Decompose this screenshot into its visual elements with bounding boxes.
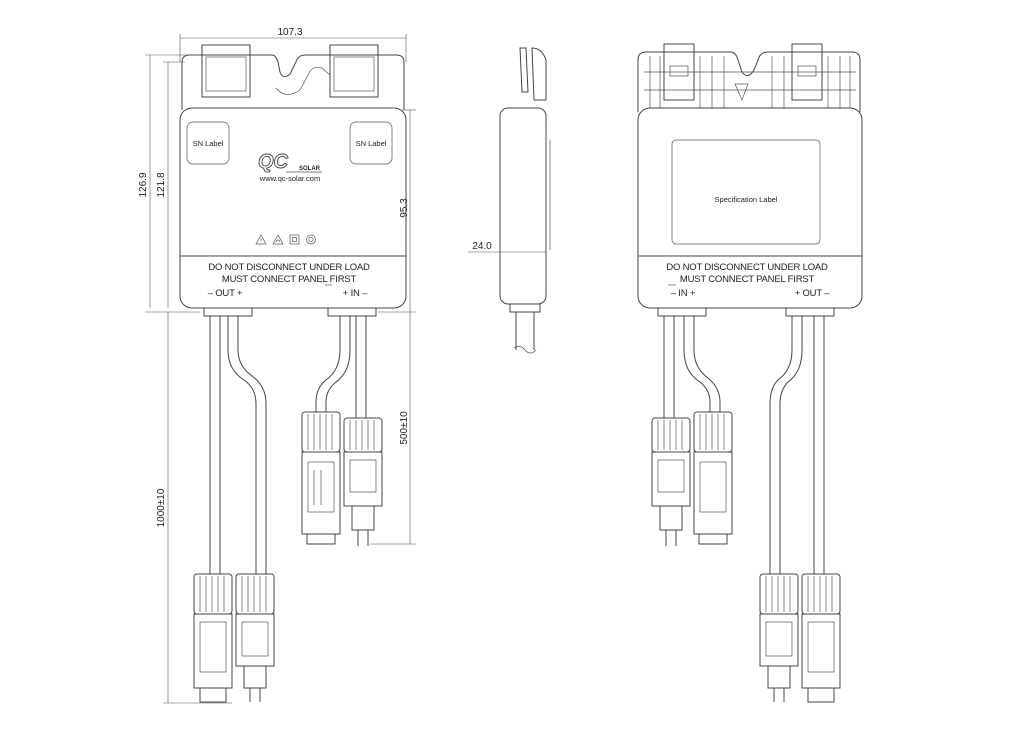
back-view: Specification Label DO NOT DISCONNECT UN… bbox=[637, 43, 863, 703]
input-gland bbox=[327, 307, 377, 317]
specification-label-text: Specification Label bbox=[715, 195, 778, 204]
dimension-input-cable: 500±10 bbox=[370, 312, 416, 545]
dimension-height-body: 121.8 bbox=[156, 61, 185, 308]
dimension-thickness: 24.0 bbox=[468, 241, 546, 258]
front-view: SN Label SN Label QC SOLAR www.qc-solar.… bbox=[138, 27, 416, 704]
back-warning-line2: MUST CONNECT PANEL FIRST bbox=[680, 274, 815, 285]
sn-label-left bbox=[186, 121, 230, 165]
svg-text:24.0: 24.0 bbox=[472, 241, 492, 252]
qc-solar-logo: QC SOLAR bbox=[258, 151, 322, 173]
back-body bbox=[637, 107, 863, 309]
back-output-gland bbox=[785, 307, 835, 317]
front-warning-line1: DO NOT DISCONNECT UNDER LOAD bbox=[208, 262, 370, 273]
dimension-width: 107.3 bbox=[179, 27, 407, 62]
side-view: 24.0 bbox=[468, 47, 551, 354]
certification-icons bbox=[255, 234, 316, 245]
certification-icon bbox=[306, 234, 316, 245]
side-gland bbox=[509, 303, 541, 313]
hot-surface-icon bbox=[272, 234, 284, 245]
svg-text:1000±10: 1000±10 bbox=[156, 488, 167, 527]
output-connector-right bbox=[235, 573, 275, 702]
back-input-gland bbox=[657, 307, 707, 317]
front-out-label: – OUT + bbox=[208, 288, 243, 299]
side-body bbox=[499, 107, 547, 305]
output-connector-left bbox=[193, 573, 233, 703]
svg-text:QC: QC bbox=[258, 151, 289, 173]
back-output-connector-right bbox=[801, 573, 841, 703]
double-insulation-icon bbox=[289, 234, 300, 245]
back-input-connector-left bbox=[651, 417, 691, 546]
input-cables bbox=[315, 316, 367, 418]
output-cables bbox=[209, 316, 267, 574]
back-output-cables bbox=[769, 316, 825, 574]
svg-text:126.9: 126.9 bbox=[138, 172, 149, 197]
sn-label-right bbox=[349, 121, 393, 165]
svg-text:95.3: 95.3 bbox=[399, 198, 410, 218]
box-body bbox=[179, 107, 407, 309]
svg-text:107.3: 107.3 bbox=[277, 27, 302, 38]
back-input-cables bbox=[663, 316, 721, 418]
specification-label bbox=[671, 139, 821, 245]
back-clip-right bbox=[791, 43, 823, 101]
mounting-clip-right bbox=[329, 44, 379, 98]
sn-label-right-text: SN Label bbox=[356, 139, 387, 148]
back-mounting-plate bbox=[637, 51, 861, 112]
dimension-height-total: 126.9 bbox=[138, 54, 200, 308]
front-warning-line2: MUST CONNECT PANEL FIRST bbox=[222, 274, 357, 285]
website-text: www.qc-solar.com bbox=[259, 174, 320, 183]
back-in-label: – IN + bbox=[671, 288, 696, 299]
back-output-connector-left bbox=[759, 573, 799, 702]
dimension-cable-offset: 95.3 bbox=[378, 109, 416, 313]
svg-text:SOLAR: SOLAR bbox=[299, 166, 321, 172]
input-connector-right bbox=[343, 417, 383, 546]
back-clip-left bbox=[663, 43, 695, 101]
front-in-label: + IN – bbox=[343, 288, 368, 299]
svg-text:121.8: 121.8 bbox=[156, 172, 167, 197]
back-out-label: + OUT – bbox=[795, 288, 831, 299]
back-input-connector-right bbox=[693, 411, 733, 545]
sn-label-left-text: SN Label bbox=[193, 139, 224, 148]
svg-text:500±10: 500±10 bbox=[399, 411, 410, 445]
warning-icon bbox=[255, 234, 267, 245]
side-clip bbox=[519, 47, 529, 93]
mounting-plate bbox=[181, 54, 405, 110]
back-warning-line1: DO NOT DISCONNECT UNDER LOAD bbox=[666, 262, 828, 273]
mounting-clip-left bbox=[201, 44, 251, 98]
output-gland bbox=[203, 307, 253, 317]
input-connector-left bbox=[301, 411, 341, 545]
dimension-output-cable: 1000±10 bbox=[156, 312, 232, 704]
